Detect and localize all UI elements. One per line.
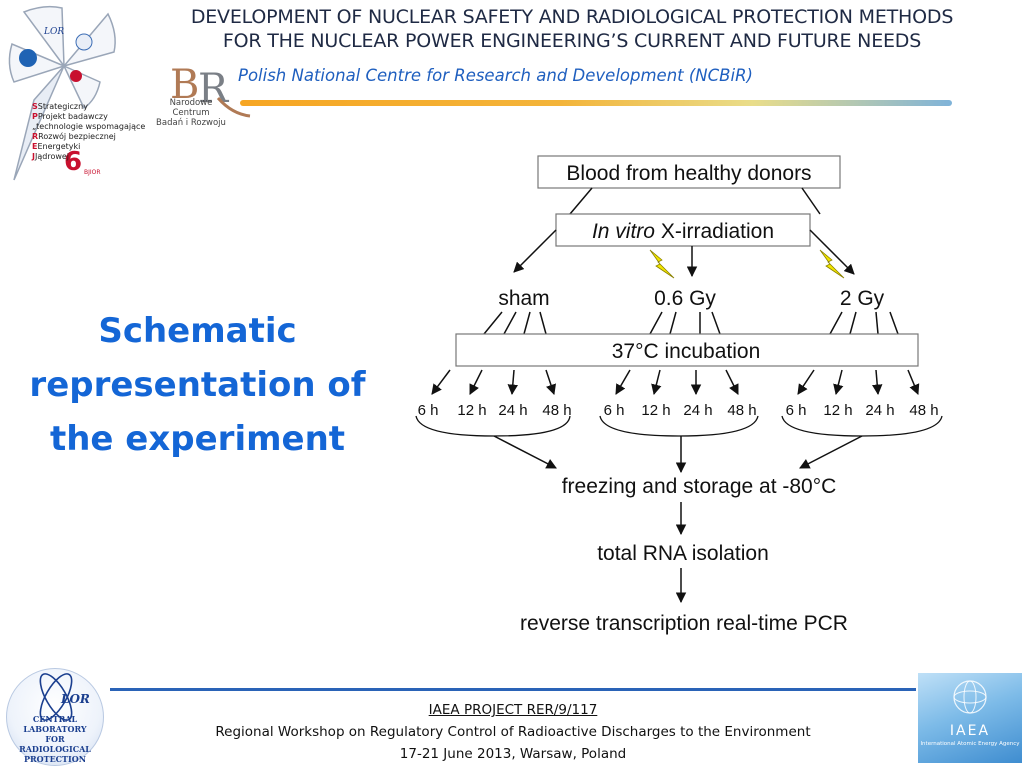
clor-logo-text: CENTRAL LABORATORY FOR RADIOLOGICAL PROT… [19, 714, 91, 764]
organization-name: Polish National Centre for Research and … [238, 66, 753, 85]
six-bjior-logo: 6 [64, 147, 82, 177]
footer-workshop: Regional Workshop on Regulatory Control … [215, 724, 811, 740]
freezing-label: freezing and storage at -80°C [562, 475, 837, 498]
iaea-emblem-icon [953, 680, 987, 714]
atom-icon: LOR [39, 673, 90, 721]
incubation-box [455, 333, 919, 367]
iaea-subtitle: International Atomic Energy Agency [920, 741, 1020, 747]
timepoint-label: 24 h [498, 402, 527, 419]
incubation-label: 37°C incubation [612, 340, 761, 363]
timepoint-label: 48 h [542, 402, 571, 419]
blood-label: Blood from healthy donors [566, 162, 811, 185]
iaea-logo [918, 673, 1022, 763]
header-title-line-1: DEVELOPMENT OF NUCLEAR SAFETY AND RADIOL… [190, 6, 954, 28]
slide-title-line-3: the experiment [49, 419, 346, 459]
radiation-bolt-icon [649, 249, 675, 279]
timepoint-label: 48 h [909, 402, 938, 419]
ncbr-logo-text: Narodowe Centrum Badań i Rozwoju [156, 98, 226, 128]
project-logo-text: SStrategiczny PProjekt badawczy „technol… [32, 102, 146, 161]
iaea-name: IAEA [949, 723, 991, 739]
timepoint-label: 12 h [823, 402, 852, 419]
blood-box [537, 155, 841, 189]
header-gradient-bar [240, 100, 952, 106]
clor-logo: LOR [6, 668, 104, 766]
timepoint-label: 6 h [418, 402, 439, 419]
timepoint-group-low-dose: 6 h 12 h 24 h 48 h [599, 402, 759, 437]
timepoint-label: 6 h [604, 402, 625, 419]
timepoint-brace [415, 415, 571, 437]
timepoint-label: 12 h [457, 402, 486, 419]
timepoint-label: 12 h [641, 402, 670, 419]
timepoint-group-high-dose: 6 h 12 h 24 h 48 h [781, 402, 943, 437]
radiation-bolt-icon [819, 249, 845, 279]
irradiation-label: In vitro X-irradiation [592, 220, 774, 243]
header-title-line-2: FOR THE NUCLEAR POWER ENGINEERING’S CURR… [222, 30, 922, 52]
timepoint-brace [781, 415, 943, 437]
experiment-diagram: Blood from healthy donors In vitro X-irr… [415, 155, 943, 635]
slide-title-line-1: Schematic [98, 311, 297, 351]
svg-text:BJIOR: BJIOR [84, 169, 101, 176]
timepoint-label: 24 h [683, 402, 712, 419]
timepoint-label: 48 h [727, 402, 756, 419]
project-logo: LOR 6 BJIOR [8, 5, 116, 181]
dose-low-label: 0.6 Gy [654, 287, 716, 310]
slide-title-line-2: representation of [29, 365, 366, 405]
pcr-label: reverse transcription real-time PCR [520, 612, 848, 635]
footer-date-place: 17-21 June 2013, Warsaw, Poland [399, 746, 627, 762]
timepoint-label: 24 h [865, 402, 894, 419]
footer-project: IAEA PROJECT RER/9/117 [428, 702, 598, 718]
dose-high-label: 2 Gy [840, 287, 885, 310]
clor-mini-logo: LOR [43, 27, 64, 37]
timepoint-brace [599, 415, 759, 437]
slide-title: Schematic representation of the experime… [10, 304, 385, 466]
irradiation-box [555, 213, 811, 247]
svg-text:LOR: LOR [60, 692, 90, 706]
timepoint-group-sham: 6 h 12 h 24 h 48 h [415, 402, 572, 437]
svg-text:B: B [170, 62, 199, 108]
rna-isolation-label: total RNA isolation [597, 542, 769, 565]
ncbr-logo: B R [170, 62, 251, 118]
footer-rule [110, 688, 916, 691]
dose-sham-label: sham [498, 287, 549, 310]
timepoint-label: 6 h [786, 402, 807, 419]
